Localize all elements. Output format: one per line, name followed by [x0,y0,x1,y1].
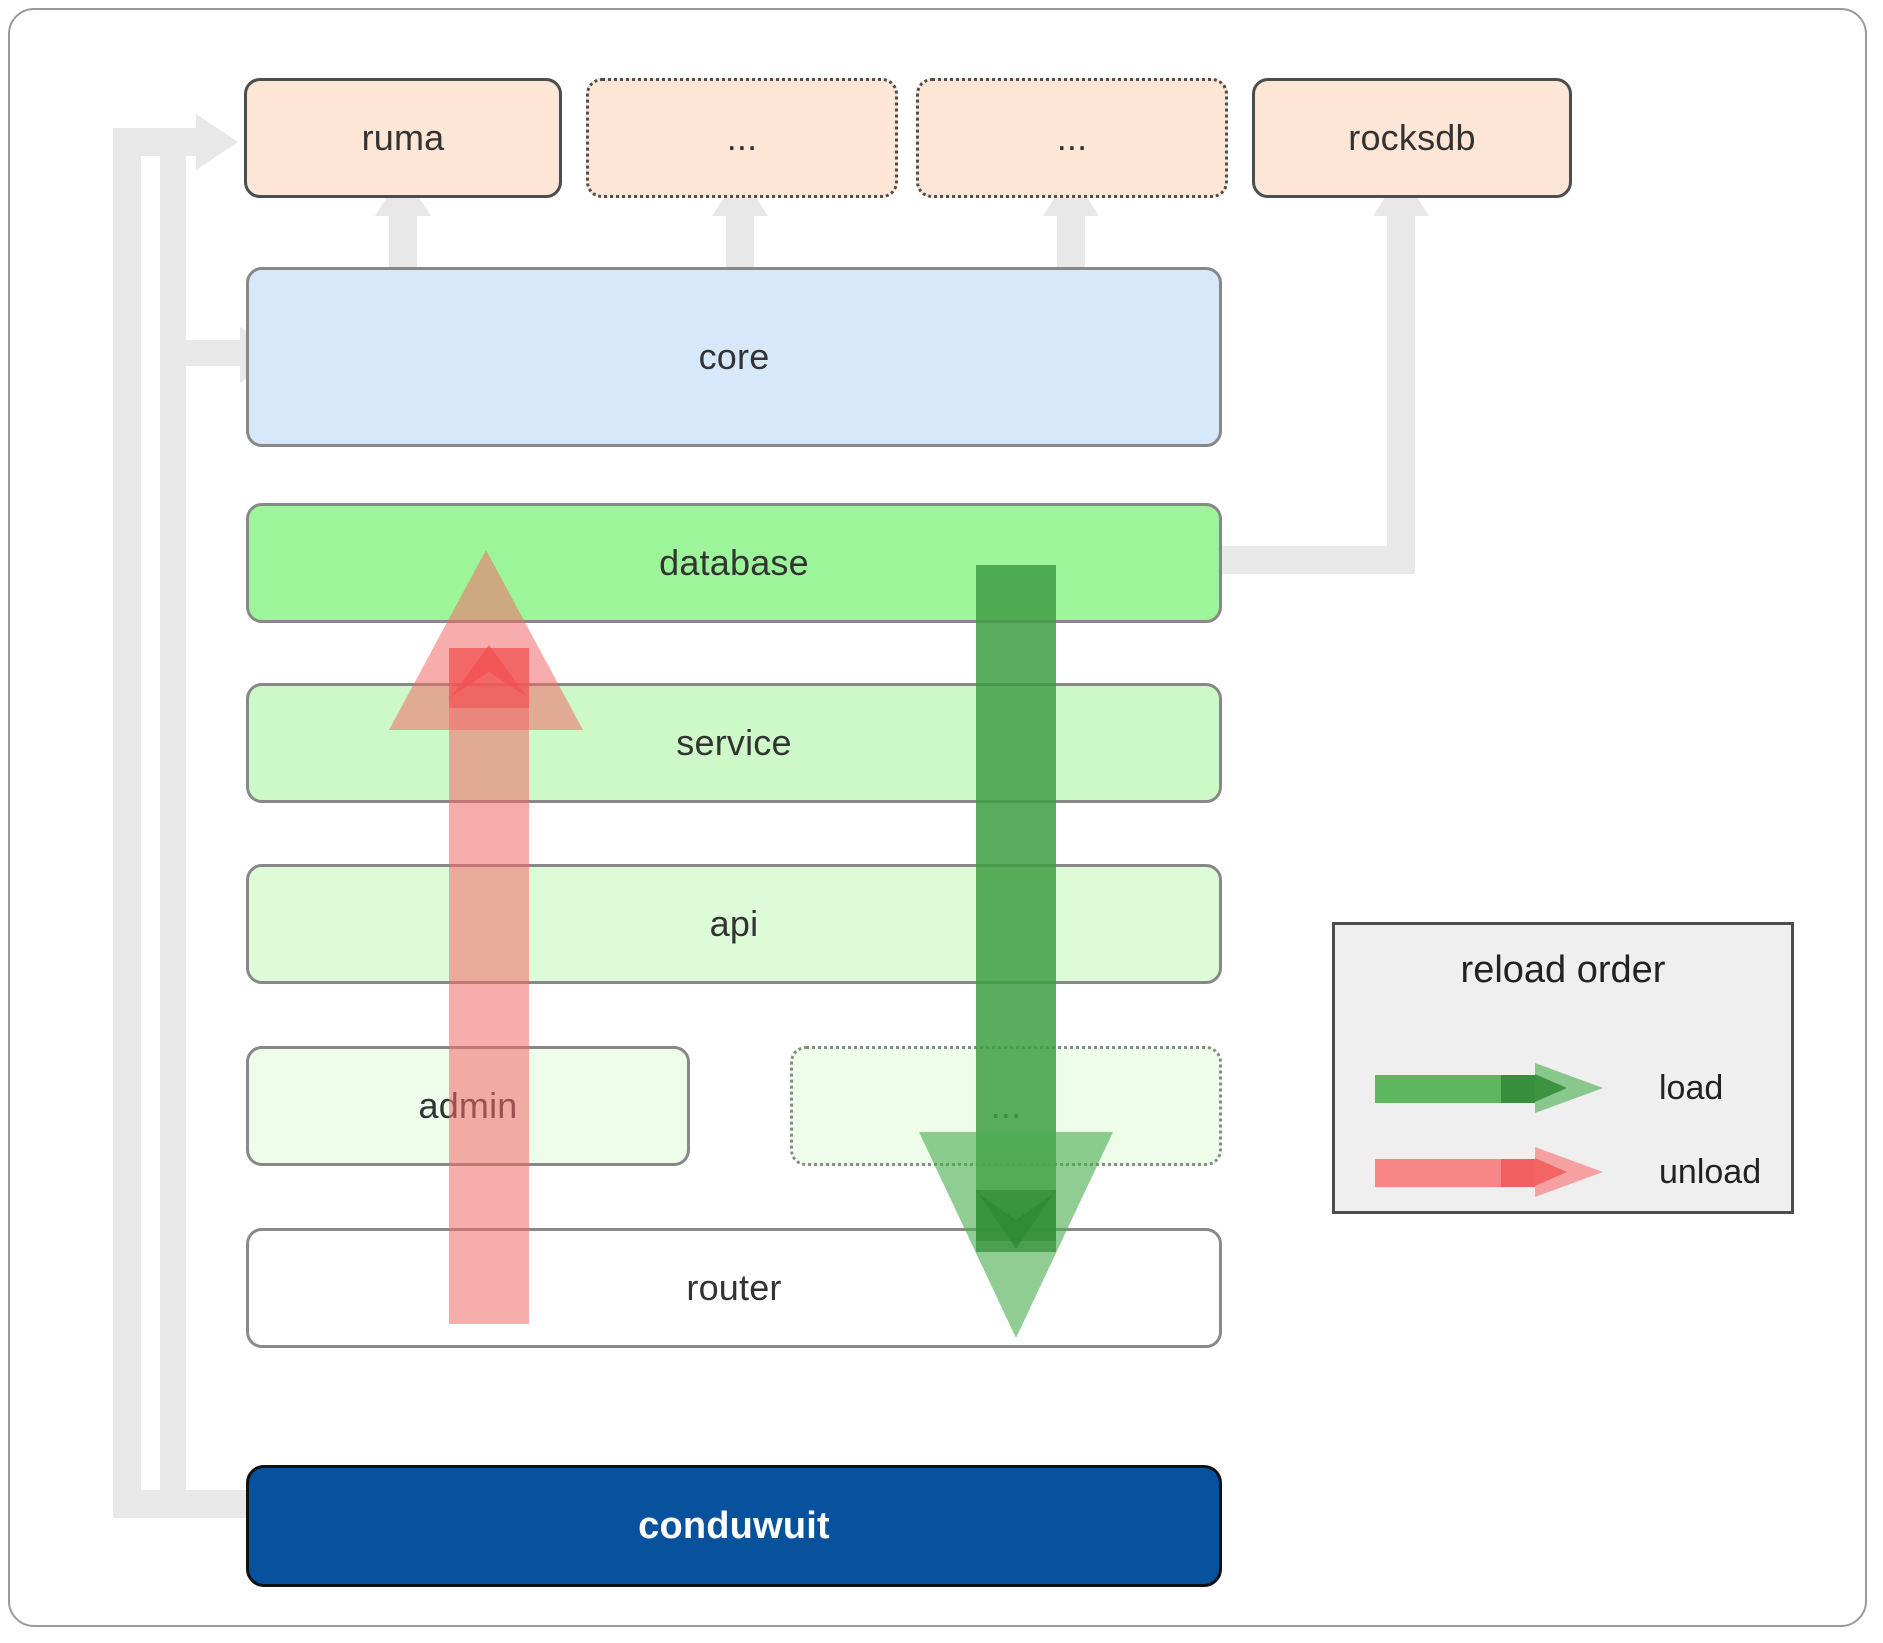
legend-row-unload: unload [1335,1127,1791,1217]
layer-box-database[interactable]: database [246,503,1222,623]
connector-app-to-ruma-top [113,128,203,156]
layer-label-router: router [686,1267,782,1308]
connector-database-to-rocksdb-h [1215,546,1415,574]
connector-core-to-ruma-stub [389,210,417,270]
layer-box-router[interactable]: router [246,1228,1222,1348]
layer-box-core[interactable]: core [246,267,1222,447]
application-label: conduwuit [638,1504,830,1547]
connector-app-to-core-trunk [160,142,186,1502]
connector-app-to-ruma-trunk [113,128,141,1518]
legend-load-arrow-icon [1375,1063,1603,1113]
layer-label-database: database [659,542,809,583]
legend-title: reload order [1460,949,1666,991]
layer-label-admin: admin [418,1085,518,1126]
layer-label-api: api [709,903,759,944]
dep-box-ruma[interactable]: ruma [244,78,562,198]
layer-label-core: core [698,336,770,377]
layer-box-api[interactable]: api [246,864,1222,984]
layer-box-service[interactable]: service [246,683,1222,803]
dep-label-1: ... [726,117,758,158]
diagram-frame [8,8,1867,1627]
dep-box-2[interactable]: ... [916,78,1228,198]
connector-core-to-dep2-stub [1057,210,1085,270]
legend-panel: reload order load unload [1332,922,1794,1214]
legend-unload-arrow-icon [1375,1147,1603,1197]
layer-label-service: service [676,722,792,763]
connector-database-to-rocksdb-v [1387,212,1415,574]
connector-app-to-core-mid [160,340,246,366]
dep-label-rocksdb: rocksdb [1348,117,1476,158]
legend-row-load: load [1335,1043,1791,1133]
layer-label-extra: ... [990,1085,1022,1126]
legend-label-load: load [1659,1069,1724,1107]
dep-label-2: ... [1056,117,1088,158]
layer-box-extra[interactable]: ... [790,1046,1222,1166]
connector-arrow-to-ruma [196,114,238,170]
application-box-conduwuit[interactable]: conduwuit [246,1465,1222,1587]
dep-box-rocksdb[interactable]: rocksdb [1252,78,1572,198]
dep-label-ruma: ruma [361,117,445,158]
layer-box-admin[interactable]: admin [246,1046,690,1166]
legend-label-unload: unload [1659,1153,1762,1191]
connector-core-to-dep1-stub [726,210,754,270]
dep-box-1[interactable]: ... [586,78,898,198]
